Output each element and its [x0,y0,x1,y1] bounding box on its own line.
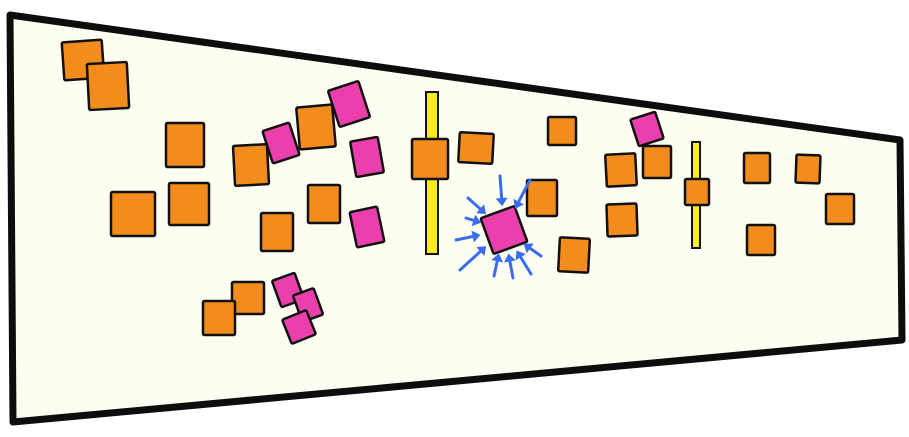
pink-note[interactable] [349,135,385,179]
orange-note-body [824,192,856,226]
orange-note[interactable] [745,223,777,257]
orange-note[interactable] [164,121,206,169]
orange-note[interactable] [85,60,131,112]
orange-note-body [85,60,131,112]
orange-note[interactable] [683,177,711,207]
pink-note-center[interactable] [479,205,529,255]
focus-arrow-icon [495,174,508,207]
orange-note-body [457,130,495,166]
orange-note[interactable] [410,137,450,181]
orange-note[interactable] [201,299,237,337]
pink-note[interactable] [261,121,301,165]
orange-note[interactable] [641,144,673,180]
focus-arrow-icon [464,214,482,227]
focus-arrow-icon [491,253,504,278]
orange-note-body [306,183,342,225]
orange-note[interactable] [109,190,157,238]
focus-arrow-icon [504,253,516,280]
orange-note-body [683,177,711,207]
pink-note-body [281,309,317,345]
orange-note-body [742,151,772,185]
focus-arrow-icon [515,250,533,276]
pink-note[interactable] [629,110,665,148]
pink-note-body [348,205,386,249]
orange-note[interactable] [457,130,495,166]
orange-note-body [230,280,266,316]
orange-note-body [410,137,450,181]
orange-note-body [641,144,673,180]
pink-note-body [629,110,665,148]
orange-note[interactable] [824,192,856,226]
orange-note-body [164,121,206,169]
focus-arrow-icon [466,196,487,215]
focus-arrow-icon [523,243,543,258]
orange-note[interactable] [525,178,559,218]
pink-note-body [349,135,385,179]
orange-note[interactable] [230,280,266,316]
orange-note[interactable] [604,152,638,188]
pink-note[interactable] [348,205,386,249]
pink-note[interactable] [327,80,371,128]
orange-note-body [109,190,157,238]
orange-note[interactable] [306,183,342,225]
focus-arrow-icon [513,178,532,209]
pink-note-center-body [479,205,529,255]
orange-note-body [604,152,638,188]
orange-note[interactable] [167,181,211,227]
orange-note-body [231,142,271,188]
orange-note-body [546,115,578,147]
orange-note[interactable] [259,211,295,253]
orange-note[interactable] [231,142,271,188]
orange-note[interactable] [556,236,592,274]
orange-note-body [259,211,295,253]
orange-note-body [745,223,777,257]
orange-note-body [525,178,559,218]
orange-note-body [167,181,211,227]
orange-note[interactable] [546,115,578,147]
focus-arrow-icon [454,230,481,243]
orange-note-body [295,103,337,151]
pink-note[interactable] [281,309,317,345]
focus-arrow-icon [458,246,487,272]
pink-note-body [327,80,371,128]
orange-note-body [201,299,237,337]
orange-note[interactable] [742,151,772,185]
orange-note[interactable] [295,103,337,151]
pink-note-body [261,121,301,165]
orange-note-body [794,153,822,185]
orange-note-body [605,202,639,238]
orange-note[interactable] [605,202,639,238]
orange-note-body [556,236,592,274]
orange-note[interactable] [794,153,822,185]
